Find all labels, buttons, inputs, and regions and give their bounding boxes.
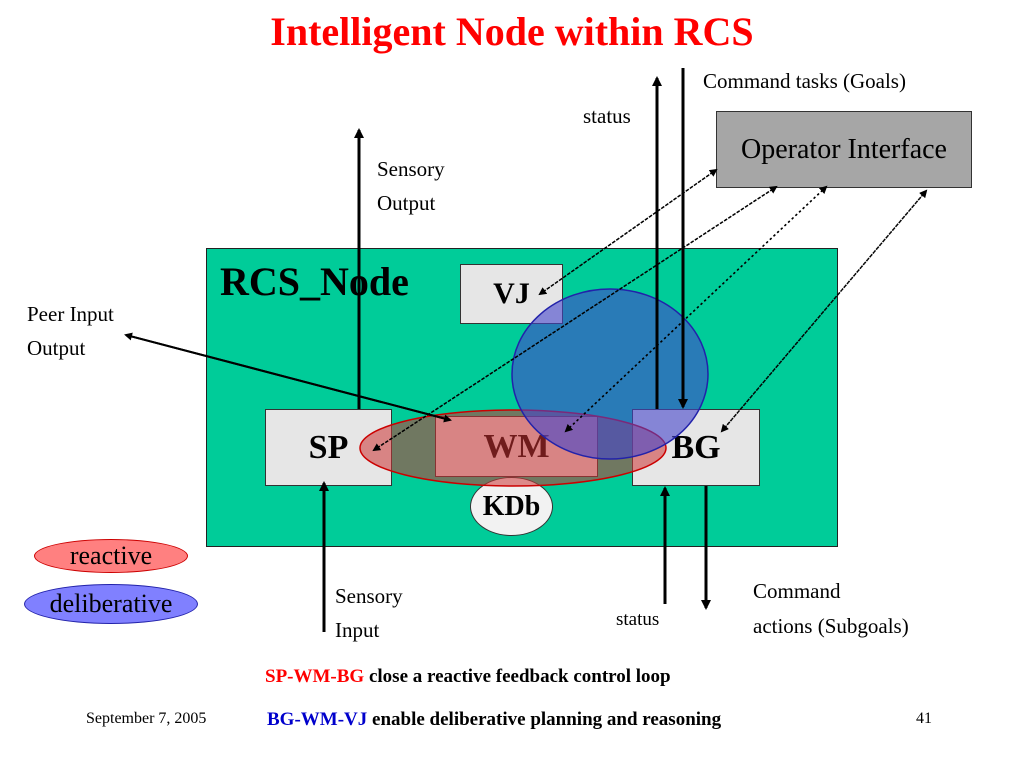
rcs-node-title: RCS_Node: [220, 259, 409, 304]
page-number: 41: [916, 710, 932, 727]
command-actions-label-2: actions (Subgoals): [753, 614, 909, 638]
status-top-label: status: [583, 104, 631, 128]
peer-io-label-2: Output: [27, 336, 86, 360]
footer-date: September 7, 2005: [86, 710, 207, 727]
slide-title: Intelligent Node within RCS: [270, 9, 754, 54]
sensory-output-label-1: Sensory: [377, 157, 445, 181]
caption-reactive-lead: SP-WM-BG: [265, 666, 365, 687]
caption-reactive-loop: SP-WM-BG close a reactive feedback contr…: [265, 666, 671, 688]
legend-reactive: reactive: [34, 539, 188, 573]
operator-interface-box: Operator Interface: [716, 111, 972, 188]
op-bg-link: [721, 189, 928, 432]
kdb-ellipse: KDb: [470, 477, 553, 536]
legend-deliberative: deliberative: [24, 584, 198, 624]
peer-io-label-1: Peer Input: [27, 302, 114, 326]
sensory-input-label-2: Input: [335, 618, 380, 642]
status-bottom-label: status: [616, 609, 660, 630]
command-tasks-label: Command tasks (Goals): [703, 69, 906, 93]
op-vj-link: [539, 168, 718, 295]
deliberative-loop-ellipse: [511, 288, 709, 460]
sensory-output-label-2: Output: [377, 191, 436, 215]
caption-deliberative: BG-WM-VJ enable deliberative planning an…: [267, 709, 721, 731]
caption-reactive-rest: close a reactive feedback control loop: [364, 666, 671, 687]
command-actions-label-1: Command: [753, 579, 841, 603]
sensory-input-label-1: Sensory: [335, 584, 403, 608]
caption-deliberative-rest: enable deliberative planning and reasoni…: [367, 709, 722, 730]
caption-deliberative-lead: BG-WM-VJ: [267, 709, 368, 730]
